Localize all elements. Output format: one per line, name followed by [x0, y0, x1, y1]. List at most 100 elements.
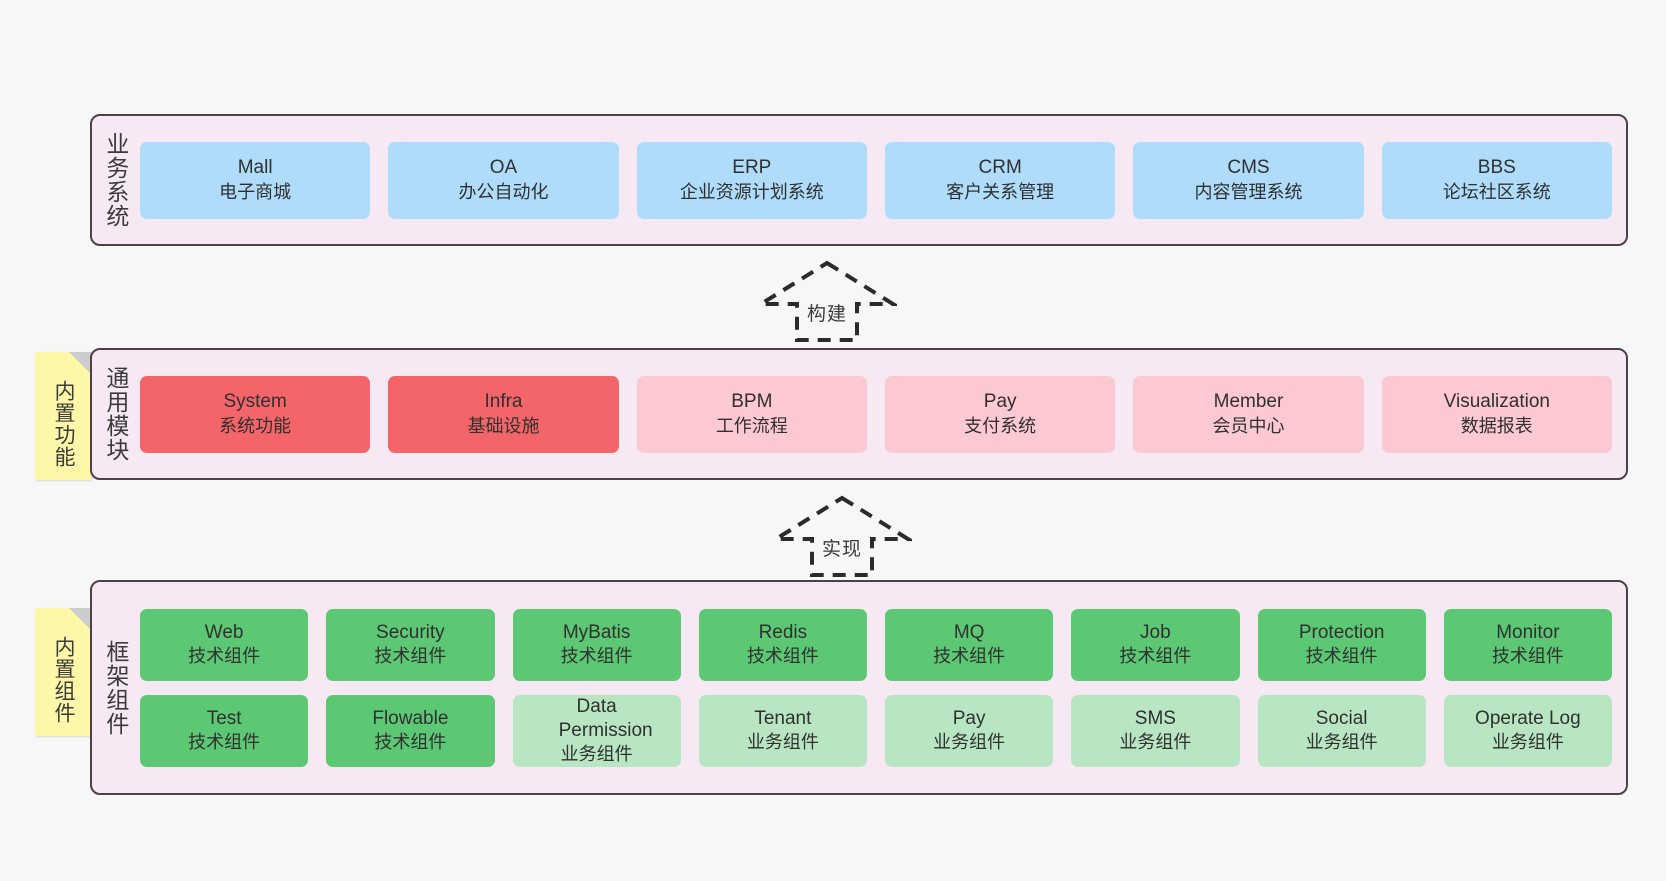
component-card-title: MQ	[953, 621, 985, 643]
layer-framework-components: 框架组件 Web 技术组件 Security 技术组件 MyBatis 技术组件…	[90, 580, 1628, 795]
module-card-bpm[interactable]: BPM 工作流程	[636, 375, 867, 453]
dashed-up-arrow-icon	[757, 260, 897, 342]
module-card-member[interactable]: Member 会员中心	[1133, 375, 1364, 453]
component-card-subtitle: 技术组件	[374, 732, 447, 753]
component-card-title: Monitor	[1496, 621, 1560, 643]
component-card-subtitle: 技术组件	[1491, 646, 1564, 667]
card-row: System 系统功能 Infra 基础设施 BPM 工作流程 Pay 支付系统…	[140, 375, 1612, 453]
component-card-title: SMS	[1134, 707, 1176, 729]
dashed-up-arrow-icon	[772, 495, 912, 577]
component-card-sms[interactable]: SMS 业务组件	[1071, 694, 1240, 767]
module-card-subtitle: 支付系统	[964, 415, 1037, 436]
module-card-subtitle: 工作流程	[715, 415, 788, 436]
connector-implement-label: 实现	[821, 539, 862, 560]
component-card-monitor[interactable]: Monitor 技术组件	[1443, 608, 1612, 681]
component-card-protection[interactable]: Protection 技术组件	[1257, 608, 1426, 681]
component-card-subtitle: 业务组件	[933, 732, 1006, 753]
component-card-title: Job	[1140, 621, 1171, 643]
component-card-subtitle: 业务组件	[560, 744, 633, 765]
component-card-subtitle: 技术组件	[746, 646, 819, 667]
module-card-title: OA	[489, 157, 518, 179]
component-card-pay[interactable]: Pay 业务组件	[885, 694, 1054, 767]
module-card-subtitle: 办公自动化	[458, 181, 549, 202]
component-card-subtitle: 业务组件	[1119, 732, 1192, 753]
component-card-title: Pay	[952, 707, 986, 729]
module-card-subtitle: 会员中心	[1212, 415, 1285, 436]
module-card-subtitle: 内容管理系统	[1194, 181, 1303, 202]
module-card-subtitle: 论坛社区系统	[1442, 181, 1551, 202]
component-card-subtitle: 业务组件	[1305, 732, 1378, 753]
component-card-mq[interactable]: MQ 技术组件	[885, 608, 1054, 681]
layer-body-common-modules: System 系统功能 Infra 基础设施 BPM 工作流程 Pay 支付系统…	[138, 350, 1626, 478]
layer-title-common-modules: 通用模块	[102, 366, 129, 462]
component-card-subtitle: 技术组件	[560, 646, 633, 667]
component-card-subtitle: 业务组件	[746, 732, 819, 753]
module-card-system[interactable]: System 系统功能	[140, 375, 371, 453]
module-card-visualization[interactable]: Visualization 数据报表	[1381, 375, 1612, 453]
module-card-cms[interactable]: CMS 内容管理系统	[1133, 141, 1364, 219]
component-card-subtitle: 技术组件	[188, 732, 261, 753]
module-card-title: CRM	[978, 157, 1022, 179]
component-card-title: Test	[206, 707, 242, 729]
component-card-subtitle: 技术组件	[188, 646, 261, 667]
component-card-social[interactable]: Social 业务组件	[1257, 694, 1426, 767]
component-card-security[interactable]: Security 技术组件	[326, 608, 495, 681]
folded-corner-icon	[69, 352, 91, 374]
component-card-title: Redis	[758, 621, 808, 643]
component-card-test[interactable]: Test 技术组件	[140, 694, 309, 767]
layer-title-business-systems: 业务系统	[102, 132, 129, 228]
connector-build-arrow: 构建	[757, 259, 897, 344]
module-card-subtitle: 系统功能	[219, 415, 292, 436]
module-card-mall[interactable]: Mall 电子商城	[140, 141, 371, 219]
module-card-title: BBS	[1477, 157, 1516, 179]
connector-implement-arrow: 实现	[772, 494, 912, 579]
component-card-flowable[interactable]: Flowable 技术组件	[326, 694, 495, 767]
sticky-note-builtin-function: 内置功能	[35, 352, 91, 480]
component-card-mybatis[interactable]: MyBatis 技术组件	[512, 608, 681, 681]
module-card-subtitle: 数据报表	[1460, 415, 1533, 436]
component-card-web[interactable]: Web 技术组件	[140, 608, 309, 681]
module-card-crm[interactable]: CRM 客户关系管理	[884, 141, 1116, 219]
module-card-subtitle: 客户关系管理	[946, 181, 1055, 202]
layer-title-framework-components: 框架组件	[102, 639, 129, 736]
component-card-title: Tenant	[754, 707, 812, 729]
layer-business-systems: 业务系统 Mall 电子商城 OA 办公自动化 ERP 企业资源计划系统 CRM…	[90, 114, 1628, 246]
module-card-pay[interactable]: Pay 支付系统	[884, 375, 1116, 453]
component-card-title: Security	[376, 621, 445, 643]
component-card-title: Operate Log	[1475, 707, 1581, 729]
card-row: Test 技术组件 Flowable 技术组件 Data Permission …	[140, 694, 1612, 767]
component-card-subtitle: 技术组件	[933, 646, 1006, 667]
module-card-subtitle: 电子商城	[219, 181, 292, 202]
component-card-title: Protection	[1298, 621, 1385, 643]
component-card-redis[interactable]: Redis 技术组件	[698, 608, 867, 681]
module-card-title: Pay	[983, 391, 1017, 413]
component-card-job[interactable]: Job 技术组件	[1071, 608, 1240, 681]
component-card-data-permission[interactable]: Data Permission 业务组件	[512, 694, 681, 767]
module-card-title: Mall	[237, 157, 273, 179]
component-card-operate-log[interactable]: Operate Log 业务组件	[1443, 694, 1612, 767]
module-card-infra[interactable]: Infra 基础设施	[388, 375, 619, 453]
module-card-title: System	[223, 391, 287, 413]
module-card-erp[interactable]: ERP 企业资源计划系统	[636, 141, 867, 219]
card-row: Mall 电子商城 OA 办公自动化 ERP 企业资源计划系统 CRM 客户关系…	[140, 141, 1612, 219]
component-card-tenant[interactable]: Tenant 业务组件	[698, 694, 867, 767]
component-card-title: Flowable	[372, 707, 449, 729]
module-card-title: BPM	[731, 391, 773, 413]
module-card-title: CMS	[1227, 157, 1270, 179]
component-card-title: Data Permission	[558, 695, 653, 741]
module-card-subtitle: 企业资源计划系统	[679, 181, 824, 202]
module-card-subtitle: 基础设施	[467, 415, 540, 436]
component-card-title: Web	[204, 621, 244, 643]
layer-common-modules: 通用模块 System 系统功能 Infra 基础设施 BPM 工作流程 Pay…	[90, 348, 1628, 480]
module-card-bbs[interactable]: BBS 论坛社区系统	[1381, 141, 1612, 219]
component-card-title: Social	[1315, 707, 1368, 729]
component-card-subtitle: 技术组件	[1305, 646, 1378, 667]
module-card-title: Infra	[484, 391, 523, 413]
component-card-subtitle: 技术组件	[374, 646, 447, 667]
component-card-title: MyBatis	[562, 621, 631, 643]
module-card-oa[interactable]: OA 办公自动化	[388, 141, 619, 219]
module-card-title: Visualization	[1443, 391, 1550, 413]
sticky-note-builtin-component: 内置组件	[35, 608, 91, 736]
connector-build-label: 构建	[806, 304, 847, 325]
